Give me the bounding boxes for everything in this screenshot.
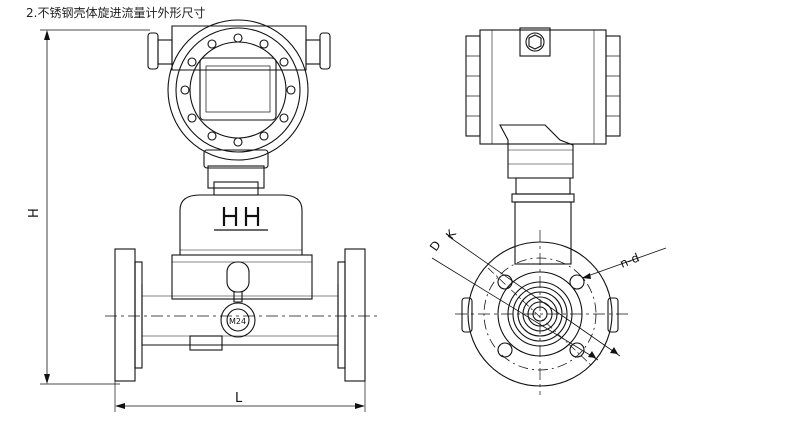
length-dimension: L — [114, 380, 366, 412]
left-flange — [114, 248, 136, 382]
port-label: M24 — [229, 317, 246, 326]
side-view: D K n-d — [427, 27, 667, 395]
side-cover-right — [605, 35, 621, 137]
head-bolts — [180, 33, 296, 147]
upper-body — [179, 194, 303, 255]
side-cover-left — [465, 35, 481, 137]
pressure-port — [220, 302, 256, 338]
right-flange — [344, 248, 366, 382]
head-housing — [147, 19, 331, 161]
height-label: H — [27, 208, 42, 218]
diameter-d-label: D — [427, 238, 444, 254]
stem — [514, 201, 572, 265]
display-window — [199, 57, 277, 121]
pipe-body — [141, 284, 339, 346]
brand-logo — [214, 207, 268, 231]
length-label: L — [235, 391, 243, 406]
diameter-k-label: K — [443, 226, 460, 241]
bolt-holes-label: n-d — [618, 250, 641, 270]
bolt-holes — [497, 274, 585, 358]
cable-gland — [519, 27, 551, 57]
diagram-caption: 2.不锈钢壳体旋进流量计外形尺寸 — [26, 6, 206, 20]
front-view: H L M24 — [27, 19, 378, 412]
height-dimension: H — [27, 29, 150, 385]
sensor-plug — [226, 261, 250, 293]
